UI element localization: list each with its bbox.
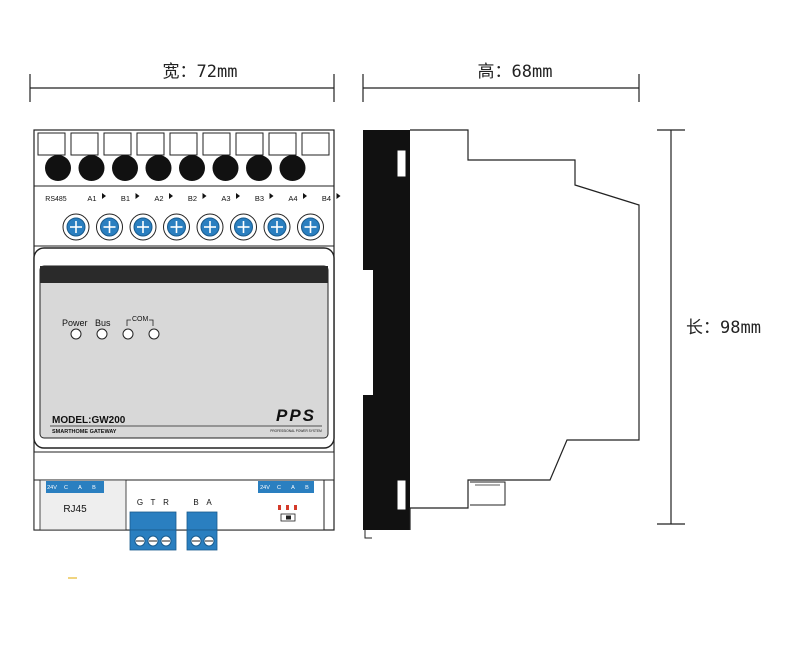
top-terminal-label: B2 [188, 194, 197, 203]
top-slot [202, 132, 231, 156]
width-label: 宽：72mm [163, 62, 238, 82]
height-label: 高：68mm [478, 62, 553, 82]
top-slot [103, 132, 132, 156]
black-screw-icon [45, 155, 71, 181]
ba-label: A [206, 498, 212, 507]
black-screw-icon [112, 155, 138, 181]
bottom-right-terminal [258, 481, 314, 493]
brand-tagline: PROFESSIONAL POWER SYSTEM [270, 429, 322, 433]
ba-label: B [193, 498, 198, 507]
top-terminal-labels: RS485 A1 B1 A2 B2 A3 B3 A4 B4 [45, 193, 341, 203]
black-screw-icon [145, 155, 172, 181]
ba-connector [186, 511, 218, 551]
pin-label: C [64, 485, 68, 491]
black-screw-icon [246, 155, 272, 181]
gtr-label: G [137, 498, 143, 507]
top-terminal-label: B3 [255, 194, 264, 203]
height-dimension: 高：68mm [362, 62, 640, 102]
length-dimension: 长：98mm [657, 129, 761, 525]
pin-label: 24V [260, 485, 270, 491]
com-led-2-icon [148, 328, 160, 340]
top-slot [169, 132, 198, 156]
top-terminal-label: A4 [288, 194, 297, 203]
top-slot [70, 132, 99, 156]
blue-terminal-row [62, 213, 324, 241]
front-view: RS485 A1 B1 A2 B2 A3 B3 A4 B4 Power Bus COM MODE… [33, 129, 341, 551]
top-terminal-slots [37, 132, 330, 156]
top-terminal-label: B4 [322, 194, 331, 203]
terminal-arrow-icon [236, 193, 240, 199]
side-view [363, 129, 640, 539]
gtr-connector [129, 511, 177, 551]
product-name: SMARTHOME GATEWAY [52, 429, 117, 435]
top-slot [301, 132, 330, 156]
gtr-label: R [163, 498, 169, 507]
bottom-left-terminal [46, 481, 104, 493]
top-slot [235, 132, 264, 156]
gtr-label: T [151, 498, 156, 507]
terminal-arrow-icon [135, 193, 140, 199]
top-slot [268, 132, 297, 156]
width-dimension: 宽：72mm [29, 62, 335, 102]
model-label: MODEL:GW200 [52, 415, 126, 426]
black-screw-icon [78, 155, 105, 181]
terminal-arrow-icon [202, 193, 207, 199]
pin-label: B [92, 485, 96, 491]
top-terminal-label: B1 [121, 194, 130, 203]
bottom-left-pin-labels: 24V C A B [47, 485, 96, 491]
power-label: Power [62, 318, 88, 328]
rj45-label: RJ45 [63, 504, 87, 515]
bus-label: Bus [95, 318, 111, 328]
bottom-right-pin-labels: 24V C A B [260, 485, 309, 491]
length-label: 长：98mm [686, 318, 761, 338]
label-dark-bar [40, 266, 328, 283]
terminal-arrow-icon [303, 193, 307, 199]
power-led-icon [70, 328, 82, 340]
pin-label: 24V [47, 485, 57, 491]
top-slot [136, 132, 165, 156]
pin-label: A [291, 485, 295, 491]
dip-switch [278, 505, 297, 522]
top-terminal-label: A3 [221, 194, 230, 203]
com-label: COM [132, 316, 149, 323]
pin-label: C [277, 485, 281, 491]
top-terminal-label: A1 [87, 194, 96, 203]
black-screw-icon [179, 155, 205, 181]
black-screw-icon [212, 155, 239, 181]
brand-logo: PPS [276, 406, 316, 425]
terminal-arrow-icon [169, 193, 173, 199]
black-screw-icon [279, 155, 306, 181]
top-terminal-label: RS485 [45, 196, 67, 203]
bus-led-icon [96, 328, 108, 340]
terminal-arrow-icon [336, 193, 341, 199]
top-slot [37, 132, 66, 156]
top-screw-row [45, 155, 306, 181]
com-led-1-icon [122, 328, 134, 340]
pin-label: A [78, 485, 82, 491]
pin-label: B [305, 485, 309, 491]
top-terminal-label: A2 [154, 194, 163, 203]
terminal-arrow-icon [269, 193, 274, 199]
terminal-arrow-icon [102, 193, 106, 199]
